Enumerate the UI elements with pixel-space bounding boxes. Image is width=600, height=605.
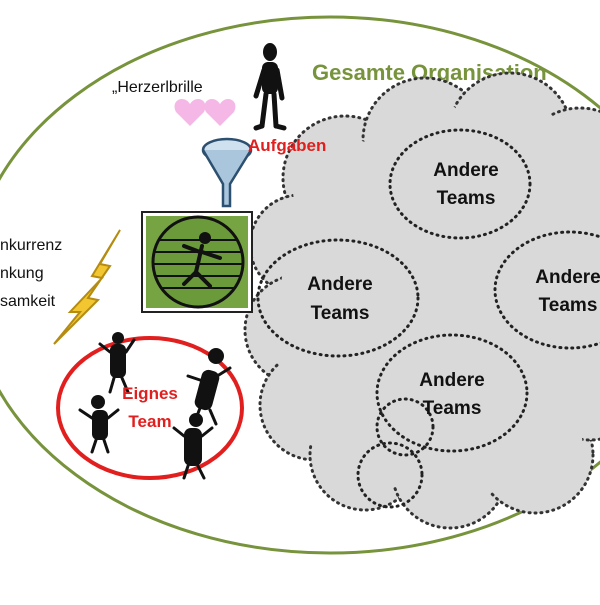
team-ellipse-3	[493, 230, 600, 350]
team-ellipse-4	[375, 333, 529, 453]
tasks-label: Aufgaben	[248, 136, 326, 155]
hamster-wheel-icon	[141, 211, 253, 313]
team-ellipse-1	[388, 128, 532, 240]
stick-figure-icon	[253, 43, 287, 131]
side-label-1: nkurrenz	[0, 237, 62, 254]
team-figure-icon	[78, 332, 232, 480]
own-team-label-2: Team	[128, 412, 171, 431]
lightning-icon	[53, 229, 121, 345]
team-label-3b: Teams	[539, 295, 598, 316]
funnel-icon	[201, 137, 253, 208]
small-dotted-circle-1	[375, 397, 435, 457]
team-label-4b: Teams	[423, 398, 482, 419]
side-label-3: samkeit	[0, 293, 56, 310]
own-team-label-1: Eignes	[122, 384, 178, 403]
team-label-1b: Teams	[437, 188, 496, 209]
team-label-2b: Teams	[311, 303, 370, 324]
heart-icon	[174, 98, 236, 126]
own-team-ellipse	[56, 336, 244, 480]
side-label-2: nkung	[0, 265, 44, 282]
team-label-4a: Andere	[419, 370, 484, 391]
glasses-label: „Herzerlbrille	[112, 79, 203, 96]
team-label-3a: Andere	[535, 267, 600, 288]
small-dotted-circle-2	[356, 441, 424, 509]
team-ellipse-2	[256, 238, 420, 358]
team-label-1a: Andere	[433, 160, 498, 181]
team-label-2a: Andere	[307, 274, 372, 295]
